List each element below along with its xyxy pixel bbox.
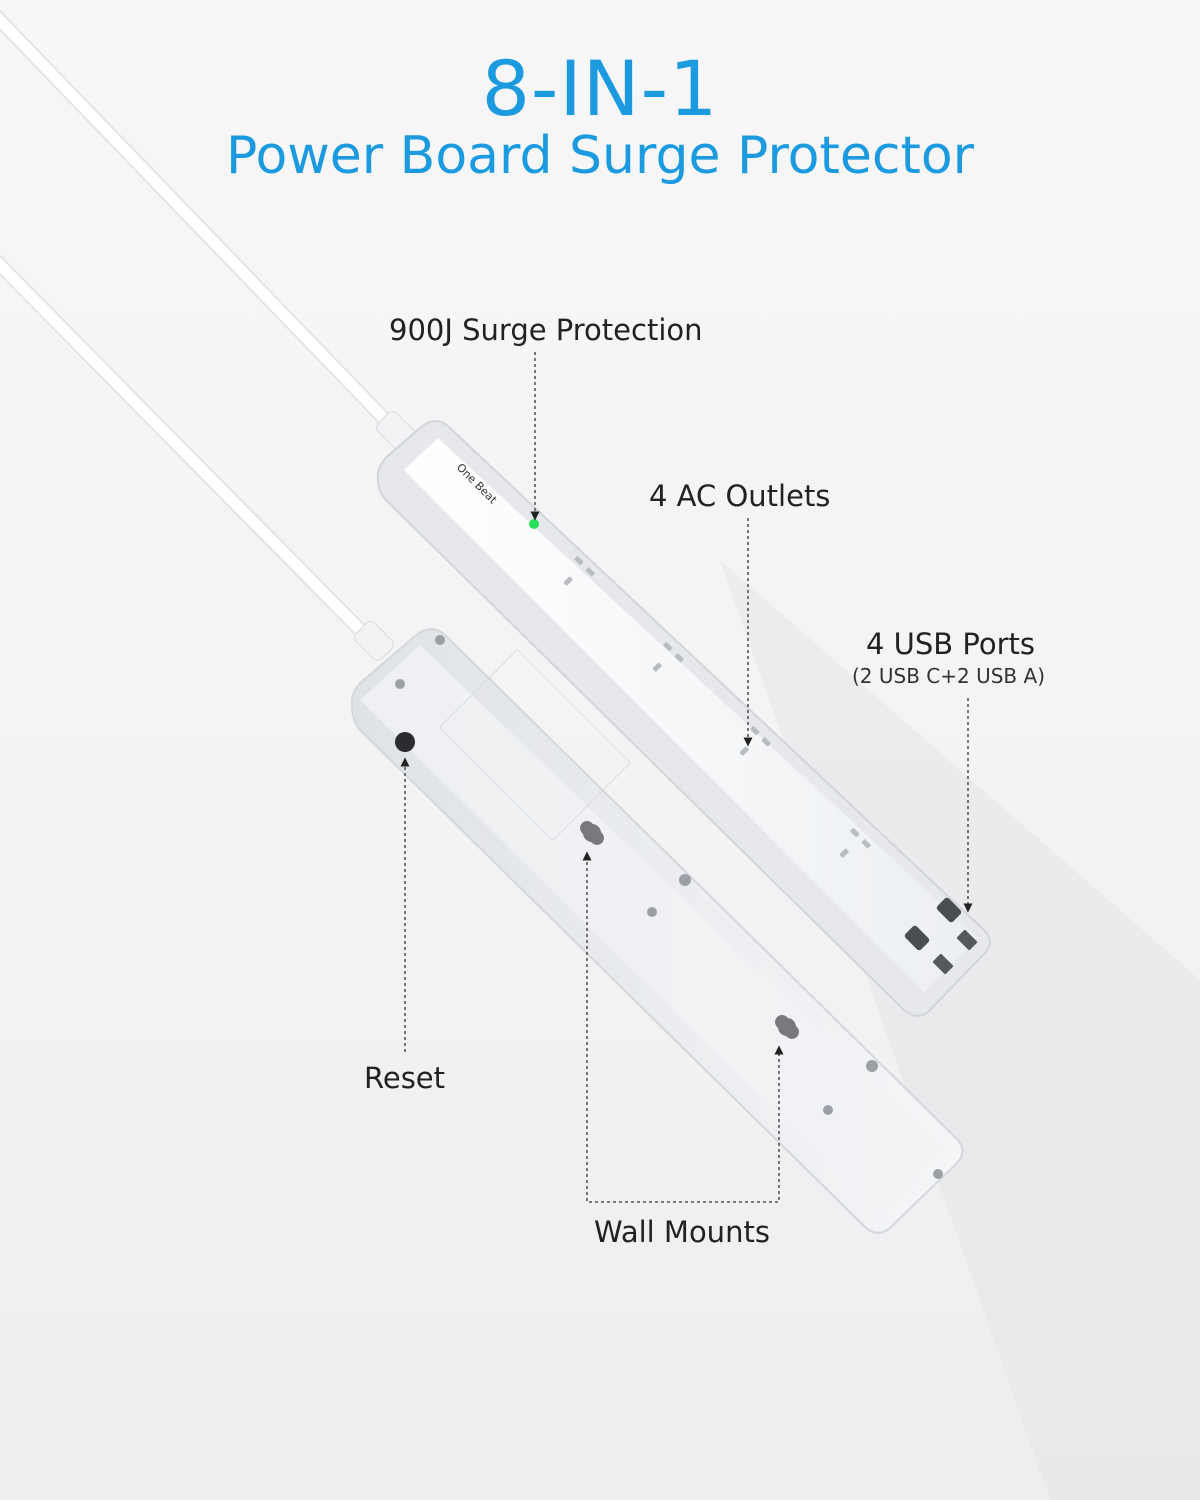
wall-mount-slot: [580, 821, 604, 845]
callout-usb-detail: (2 USB C+2 USB A): [852, 664, 1045, 688]
reset-button[interactable]: [395, 732, 415, 752]
headline-subtitle: Power Board Surge Protector: [225, 126, 975, 186]
power-strip-front: One Beat: [376, 420, 991, 1017]
ac-outlet: [839, 828, 871, 858]
usb-a-port[interactable]: [932, 953, 954, 975]
callout-ac-outlets: 4 AC Outlets: [649, 479, 831, 513]
callout-leaders: [400, 352, 973, 1203]
power-cable: [0, 9, 416, 661]
usb-port-group: [904, 897, 978, 975]
leader-wall-mounts: [582, 851, 784, 1203]
ac-outlet: [563, 556, 595, 586]
usb-c-port[interactable]: [904, 925, 931, 952]
callout-wall-mounts: Wall Mounts: [594, 1215, 770, 1249]
surge-indicator-light: [529, 519, 539, 529]
callout-reset: Reset: [364, 1061, 446, 1095]
headline-title: 8-IN-1: [481, 44, 719, 133]
ac-outlet: [739, 726, 771, 756]
ac-outlet: [652, 642, 684, 672]
usb-a-port[interactable]: [956, 929, 978, 951]
callout-usb-ports: 4 USB Ports: [866, 627, 1036, 661]
usb-c-port[interactable]: [936, 897, 963, 924]
callout-surge-protection: 900J Surge Protection: [389, 313, 703, 347]
